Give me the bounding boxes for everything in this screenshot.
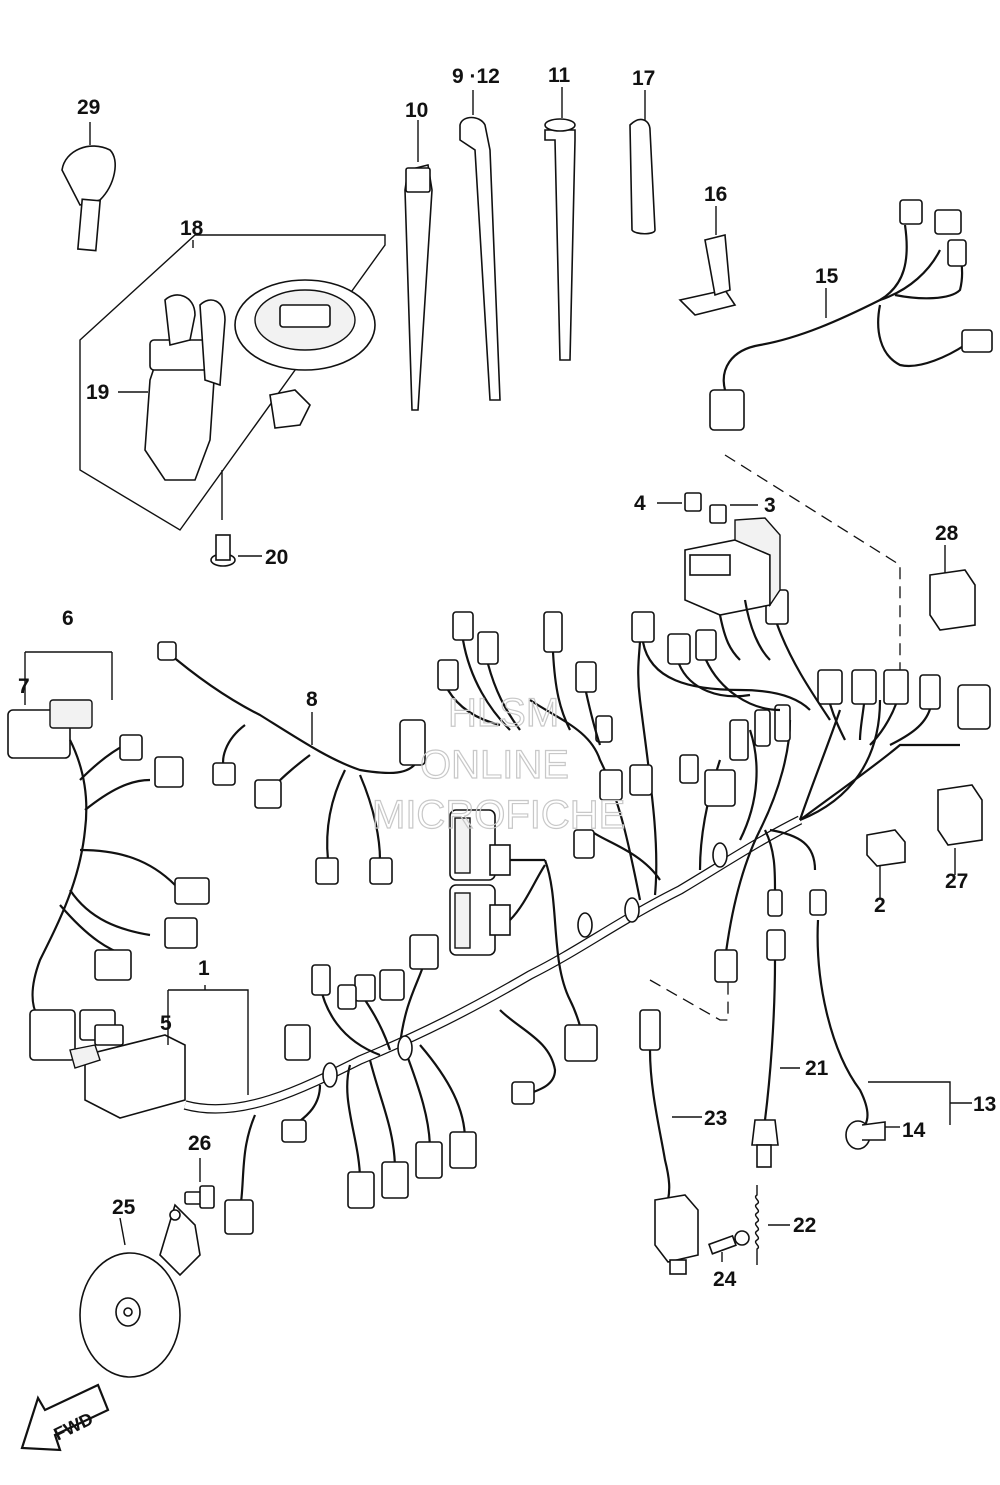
leader-lines bbox=[89, 87, 972, 1262]
harness-connectors bbox=[224, 589, 991, 1235]
sub-harness-left bbox=[7, 651, 210, 1061]
callout-6: 6 bbox=[62, 607, 74, 630]
callout-29: 29 bbox=[77, 96, 100, 119]
horn bbox=[79, 1185, 215, 1378]
fuse-box bbox=[684, 517, 781, 661]
ignition-switch-set bbox=[79, 234, 386, 531]
watermark: HLSM ONLINE MICROFICHE bbox=[371, 690, 626, 837]
callout-5: 5 bbox=[160, 1012, 172, 1035]
callout-24: 24 bbox=[713, 1268, 737, 1291]
sensors bbox=[639, 889, 886, 1275]
callout-25: 25 bbox=[112, 1196, 136, 1219]
fwd-arrow-icon: FWD bbox=[20, 1383, 110, 1452]
callout-28: 28 bbox=[935, 522, 959, 545]
callout-19: 19 bbox=[86, 381, 109, 404]
callout-23: 23 bbox=[704, 1107, 727, 1130]
callout-10: 10 bbox=[405, 99, 428, 122]
cable-ties bbox=[404, 116, 737, 411]
callout-27: 27 bbox=[945, 870, 968, 893]
callout-18: 18 bbox=[180, 217, 204, 240]
fuse-parts bbox=[657, 492, 758, 524]
callout-14: 14 bbox=[902, 1119, 926, 1142]
callout-21: 21 bbox=[805, 1057, 829, 1080]
main-wiring-harness bbox=[183, 639, 960, 1211]
callout-3: 3 bbox=[764, 494, 776, 517]
hardware-small bbox=[707, 1185, 760, 1265]
callout-17: 17 bbox=[632, 67, 655, 90]
sub-harness-15 bbox=[709, 199, 993, 431]
callout-8: 8 bbox=[306, 688, 318, 711]
callout-26: 26 bbox=[188, 1132, 211, 1155]
control-unit-5 bbox=[69, 1024, 186, 1119]
relays bbox=[866, 569, 983, 867]
callout-9-12: 9 ·12 bbox=[452, 65, 500, 88]
watermark-line-3: MICROFICHE bbox=[372, 793, 625, 837]
callout-15: 15 bbox=[815, 265, 839, 288]
watermark-line-1: HLSM bbox=[448, 691, 559, 735]
screw-20 bbox=[210, 534, 236, 567]
callout-1: 1 bbox=[198, 957, 210, 980]
sub-harness-8 bbox=[157, 641, 426, 885]
callout-4: 4 bbox=[634, 492, 646, 515]
ecu-connectors bbox=[449, 809, 546, 956]
callout-11: 11 bbox=[548, 64, 571, 87]
callout-13: 13 bbox=[973, 1093, 996, 1116]
callout-7: 7 bbox=[18, 675, 30, 698]
ignition-key bbox=[61, 145, 116, 252]
watermark-line-2: ONLINE bbox=[420, 743, 569, 787]
callout-20: 20 bbox=[265, 546, 288, 569]
callout-22: 22 bbox=[793, 1214, 816, 1237]
reference-lines bbox=[649, 454, 901, 1021]
callout-2: 2 bbox=[874, 894, 886, 917]
callout-numbers: 1 2 3 4 5 6 7 8 9 ·12 10 11 13 14 15 16 … bbox=[18, 64, 996, 1291]
callout-16: 16 bbox=[704, 183, 727, 206]
